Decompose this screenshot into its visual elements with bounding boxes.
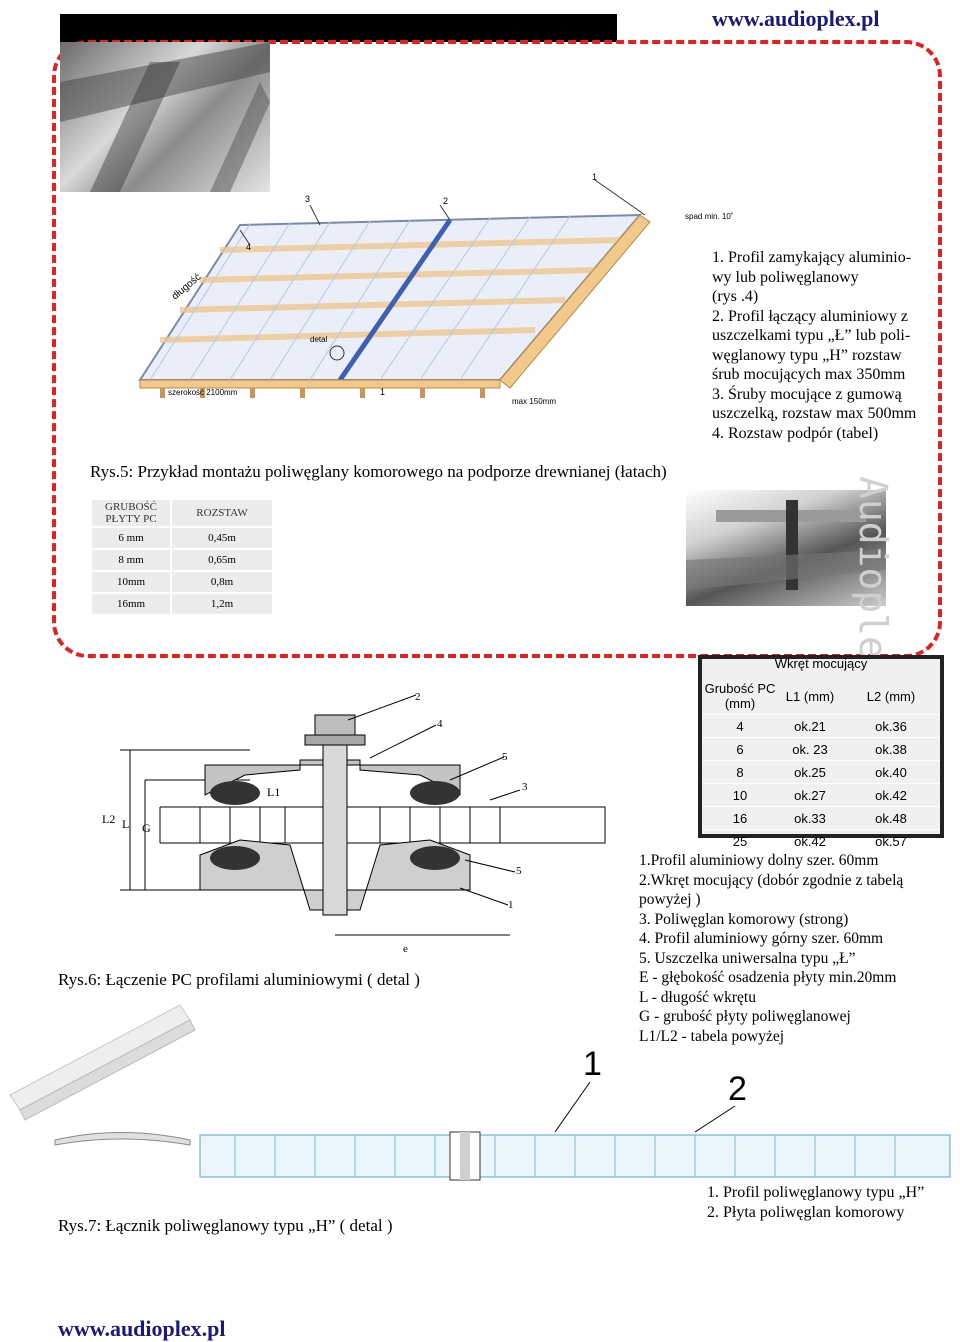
- watermark-vertical: Audioplex: [851, 476, 895, 682]
- label-2: 2: [415, 691, 421, 703]
- legend-line: 4. Rozstaw podpór (tabel): [712, 424, 879, 442]
- screw-cell: ok.25: [778, 760, 842, 784]
- fig5-caption: Rys.5: Przykład montażu poliwęglany komo…: [90, 462, 667, 481]
- screw-cell: ok.21: [778, 714, 842, 738]
- legend-line: 2. Profil łączący aluminiowy z: [712, 307, 908, 325]
- screw-cell: ok.57: [842, 829, 940, 853]
- legend-line: 1.Profil aluminiowy dolny szer. 60mm: [639, 852, 879, 869]
- header-bar: [60, 14, 617, 42]
- label-3: 3: [305, 194, 310, 204]
- screw-cell: 8: [702, 760, 778, 784]
- fig7-caption: Rys.7: Łącznik poliwęglanowy typu „H” ( …: [58, 1216, 393, 1235]
- label-spad: spad min. 10˚: [685, 212, 734, 221]
- spacing-cell: 1,2m: [170, 592, 274, 616]
- label-2: 2: [728, 1070, 747, 1108]
- legend-line: L - długość wkrętu: [639, 988, 756, 1006]
- screw-header: L1 (mm): [778, 678, 842, 715]
- screw-cell: ok.42: [778, 829, 842, 853]
- screw-cell: ok.33: [778, 806, 842, 830]
- label-detal: detal: [310, 335, 328, 344]
- screw-cell: ok.48: [842, 806, 940, 830]
- legend-line: uszczelkami typu „Ł” lub poli-: [712, 327, 911, 344]
- profile-photo-right: [686, 490, 886, 606]
- spacing-cell: 8 mm: [90, 548, 172, 572]
- label-5a: 5: [502, 751, 508, 763]
- legend-line: E - głębokość osadzenia płyty min.20mm: [639, 969, 897, 986]
- label-L: L: [122, 817, 129, 831]
- label-4: 4: [246, 242, 251, 252]
- spacing-header: GRUBOŚĆ PŁYTY PC: [90, 498, 172, 528]
- legend-line: węglanowy typu „H” rozstaw: [712, 346, 902, 364]
- screw-header: L2 (mm): [842, 678, 940, 715]
- spacing-header: ROZSTAW: [170, 498, 274, 528]
- screw-cell: ok.36: [842, 714, 940, 738]
- legend-line: śrub mocujących max 350mm: [712, 366, 906, 383]
- legend-line: 3. Śruby mocujące z gumową: [712, 385, 902, 403]
- spacing-cell: 6 mm: [90, 526, 172, 550]
- screw-cell: ok.40: [842, 760, 940, 784]
- fig7-legend: 1. Profil poliwęglanowy typu „H” 2. Płyt…: [707, 1183, 924, 1222]
- label-L2: L2: [102, 812, 115, 826]
- header-site-link[interactable]: www.audioplex.pl: [712, 6, 880, 31]
- spacing-cell: 16mm: [90, 592, 172, 616]
- label-5b: 5: [516, 865, 522, 877]
- screw-cell: ok.42: [842, 783, 940, 807]
- label-1: 1: [508, 899, 514, 911]
- screw-cell: 4: [702, 714, 778, 738]
- label-1: 1: [583, 1045, 602, 1083]
- label-G: G: [142, 821, 151, 835]
- profile-photo-top: [60, 42, 270, 192]
- label-L1: L1: [267, 785, 280, 799]
- roof-mounting-diagram: 3 2 1 4 długość detal szerokość 2100mm 1…: [138, 172, 734, 406]
- spacing-cell: 0,65m: [170, 548, 274, 572]
- legend-line: wy lub poliwęglanowy: [712, 268, 859, 286]
- label-4: 4: [437, 718, 443, 730]
- legend-line: 4. Profil aluminiowy górny szer. 60mm: [639, 930, 884, 947]
- legend-line: 2.Wkręt mocujący (dobór zgodnie z tabelą: [639, 871, 904, 889]
- screw-cell: 10: [702, 783, 778, 807]
- spacing-cell: 0,8m: [170, 570, 274, 594]
- screw-cell: ok.27: [778, 783, 842, 807]
- legend-line: L1/L2 - tabela powyżej: [639, 1027, 785, 1045]
- screw-cell: ok. 23: [778, 737, 842, 761]
- label-szerokosc: szerokość 2100mm: [168, 388, 238, 397]
- screw-cell: ok.38: [842, 737, 940, 761]
- aluminium-joint-diagram: L2 L G L1 2 4 5 3 5 1 e: [102, 691, 606, 955]
- screw-cell: 6: [702, 737, 778, 761]
- footer-site-link[interactable]: www.audioplex.pl: [58, 1316, 226, 1341]
- legend-line: G - grubość płyty poliwęglanowej: [639, 1008, 851, 1025]
- spacing-cell: 10mm: [90, 570, 172, 594]
- label-e: e: [403, 943, 408, 955]
- screw-cell: 16: [702, 806, 778, 830]
- legend-line: 5. Uszczelka uniwersalna typu „Ł”: [639, 949, 856, 967]
- spacing-cell: 0,45m: [170, 526, 274, 550]
- h-profile-photo: [9, 1004, 196, 1146]
- screw-header: Grubość PC (mm): [702, 678, 778, 715]
- fig6-caption: Rys.6: Łączenie PC profilami aluminiowym…: [58, 970, 420, 989]
- label-1-top: 1: [592, 172, 597, 182]
- fig5-legend: 1. Profil zamykający aluminio- wy lub po…: [712, 248, 916, 443]
- label-1-bottom: 1: [380, 387, 385, 397]
- label-max150: max 150mm: [512, 397, 556, 406]
- screw-cell: 25: [702, 829, 778, 853]
- legend-line: 1. Profil zamykający aluminio-: [712, 249, 912, 266]
- legend-line: 2. Płyta poliwęglan komorowy: [707, 1203, 905, 1221]
- legend-line: 1. Profil poliwęglanowy typu „H”: [707, 1184, 925, 1201]
- h-joint-diagram: 1 2: [199, 1045, 951, 1181]
- label-3: 3: [522, 781, 528, 793]
- label-2: 2: [443, 196, 448, 206]
- fig6-legend: 1.Profil aluminiowy dolny szer. 60mm 2.W…: [639, 851, 903, 1046]
- legend-line: uszczelką, rozstaw max 500mm: [712, 405, 917, 422]
- legend-line: powyżej ): [639, 891, 701, 908]
- legend-line: (rys .4): [712, 288, 759, 305]
- screw-table-title: Wkręt mocujący: [774, 656, 868, 671]
- legend-line: 3. Poliwęglan komorowy (strong): [639, 910, 849, 928]
- figure-frame: [52, 40, 942, 658]
